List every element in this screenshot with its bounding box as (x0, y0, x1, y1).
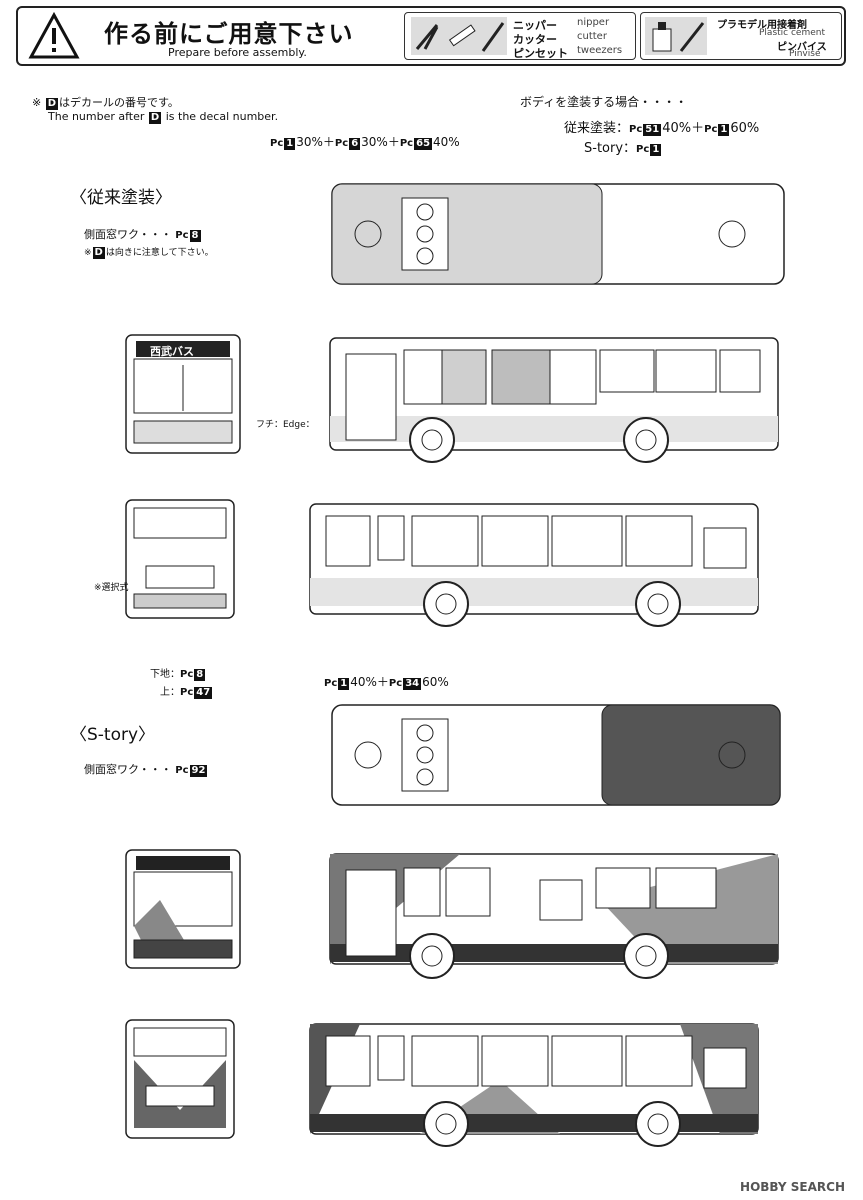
edge-label: フチ：Edge： (256, 420, 315, 430)
watermark: HOBBY SEARCH (740, 1180, 845, 1194)
bus-side-right-conventional (309, 503, 759, 627)
body-paint-note: ボディを塗装する場合・・・・ (520, 95, 688, 109)
bus-front-conventional (125, 334, 241, 454)
pinvise-ja: ピンバイス (777, 42, 827, 53)
cement-en: Plastic cement (759, 28, 825, 38)
header-title: 作る前にご用意下さい (104, 20, 354, 48)
warning-icon (28, 12, 80, 59)
tool-tweezers-ja: ピンセット (513, 47, 568, 60)
bus-roof-conventional (331, 183, 785, 285)
bus-roof-storey (331, 704, 781, 806)
bus-front-storey (125, 849, 241, 969)
tools-box: ニッパー カッター ピンセット nipper cutter tweezers (404, 12, 636, 60)
bus-destination-sign: 西武バス (150, 345, 194, 358)
tools-icon (411, 17, 507, 55)
tool-nipper-en: nipper (577, 17, 610, 28)
bus-side-left-storey (329, 853, 779, 979)
tool-cutter-en: cutter (577, 31, 607, 42)
cement-icon (645, 17, 707, 55)
header-panel: 作る前にご用意下さい Prepare before assembly. ニッパー… (16, 6, 846, 66)
bus-side-left-conventional (329, 337, 779, 463)
bus-rear-storey (125, 1019, 235, 1139)
bus-side-right-storey (309, 1023, 759, 1147)
select-note: ※選択式 (94, 583, 129, 593)
pinvise-en: Pinvise (789, 49, 821, 59)
section-title-storey: 〈S-tory〉 (70, 725, 156, 745)
bus-rear-conventional (125, 499, 235, 619)
decal-note-en: The number after D is the decal number. (48, 110, 279, 124)
cement-ja: プラモデル用接着剤 (717, 20, 807, 31)
header-subtitle: Prepare before assembly. (168, 46, 307, 59)
tool-cutter-ja: カッター (513, 33, 557, 46)
section-title-conventional: 〈従来塗装〉 (70, 188, 172, 208)
cement-box: プラモデル用接着剤 Plastic cement ピンバイス Pinvise (640, 12, 842, 60)
tool-tweezers-en: tweezers (577, 45, 623, 56)
tool-nipper-ja: ニッパー (513, 19, 557, 32)
